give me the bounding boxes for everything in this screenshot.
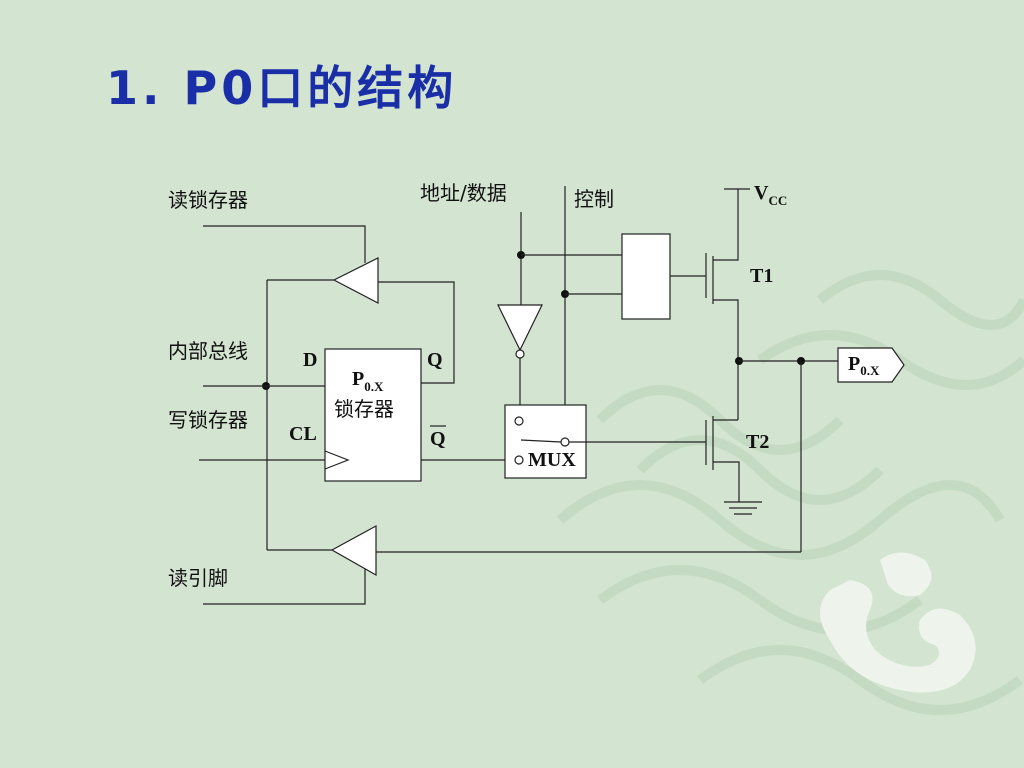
latch-name-sub: 0.X [364,379,384,394]
read-latch-buffer [332,257,379,304]
label-read-latch: 读锁存器 [168,188,248,212]
label-t1: T1 [750,265,773,287]
pin-q-bar: Q [430,428,446,450]
wire-q-feedback [378,281,455,384]
mux-label: MUX [528,449,576,471]
and-gate [621,233,671,320]
mux-in-b [514,455,524,465]
vcc-main: V [754,182,769,204]
read-pin-buffer [330,524,377,577]
label-addr-data: 地址/数据 [420,181,507,205]
label-t2: T2 [746,431,769,453]
output-pin-p0x [837,347,905,383]
mux-switch-pivot [560,437,570,447]
inverter-gate [497,304,543,352]
inverter-bubble [515,349,525,359]
dragon-ornament-icon [820,552,976,693]
wire-read-pin-enable [203,569,366,605]
t2-source [713,461,740,502]
label-read-pin: 读引脚 [168,566,228,590]
pin-cl: CL [289,423,317,445]
wire-read-latch-enable [203,225,366,263]
ground-icon [724,501,762,515]
clock-edge-icon [324,450,350,470]
port-sub: 0.X [860,363,880,378]
mux-switch-arm [520,439,562,443]
vcc-sub: CC [768,193,787,208]
port-main: P [848,353,860,375]
slide-title: 1. P0口的结构 [106,61,458,115]
latch-caption: 锁存器 [334,397,394,421]
label-control: 控制 [574,187,614,211]
label-write-latch: 写锁存器 [168,408,248,432]
label-vcc: VCC [754,182,787,208]
latch-name: P0.X [352,368,384,394]
mux-in-a [514,416,524,426]
latch-name-main: P [352,368,364,390]
output-pin-label: P0.X [848,353,880,378]
t1-drain [713,189,739,261]
pin-q: Q [427,349,443,371]
t1-source [713,299,739,420]
p0x-latch [324,348,422,482]
pin-d: D [303,349,317,371]
label-internal-bus: 内部总线 [168,339,248,363]
